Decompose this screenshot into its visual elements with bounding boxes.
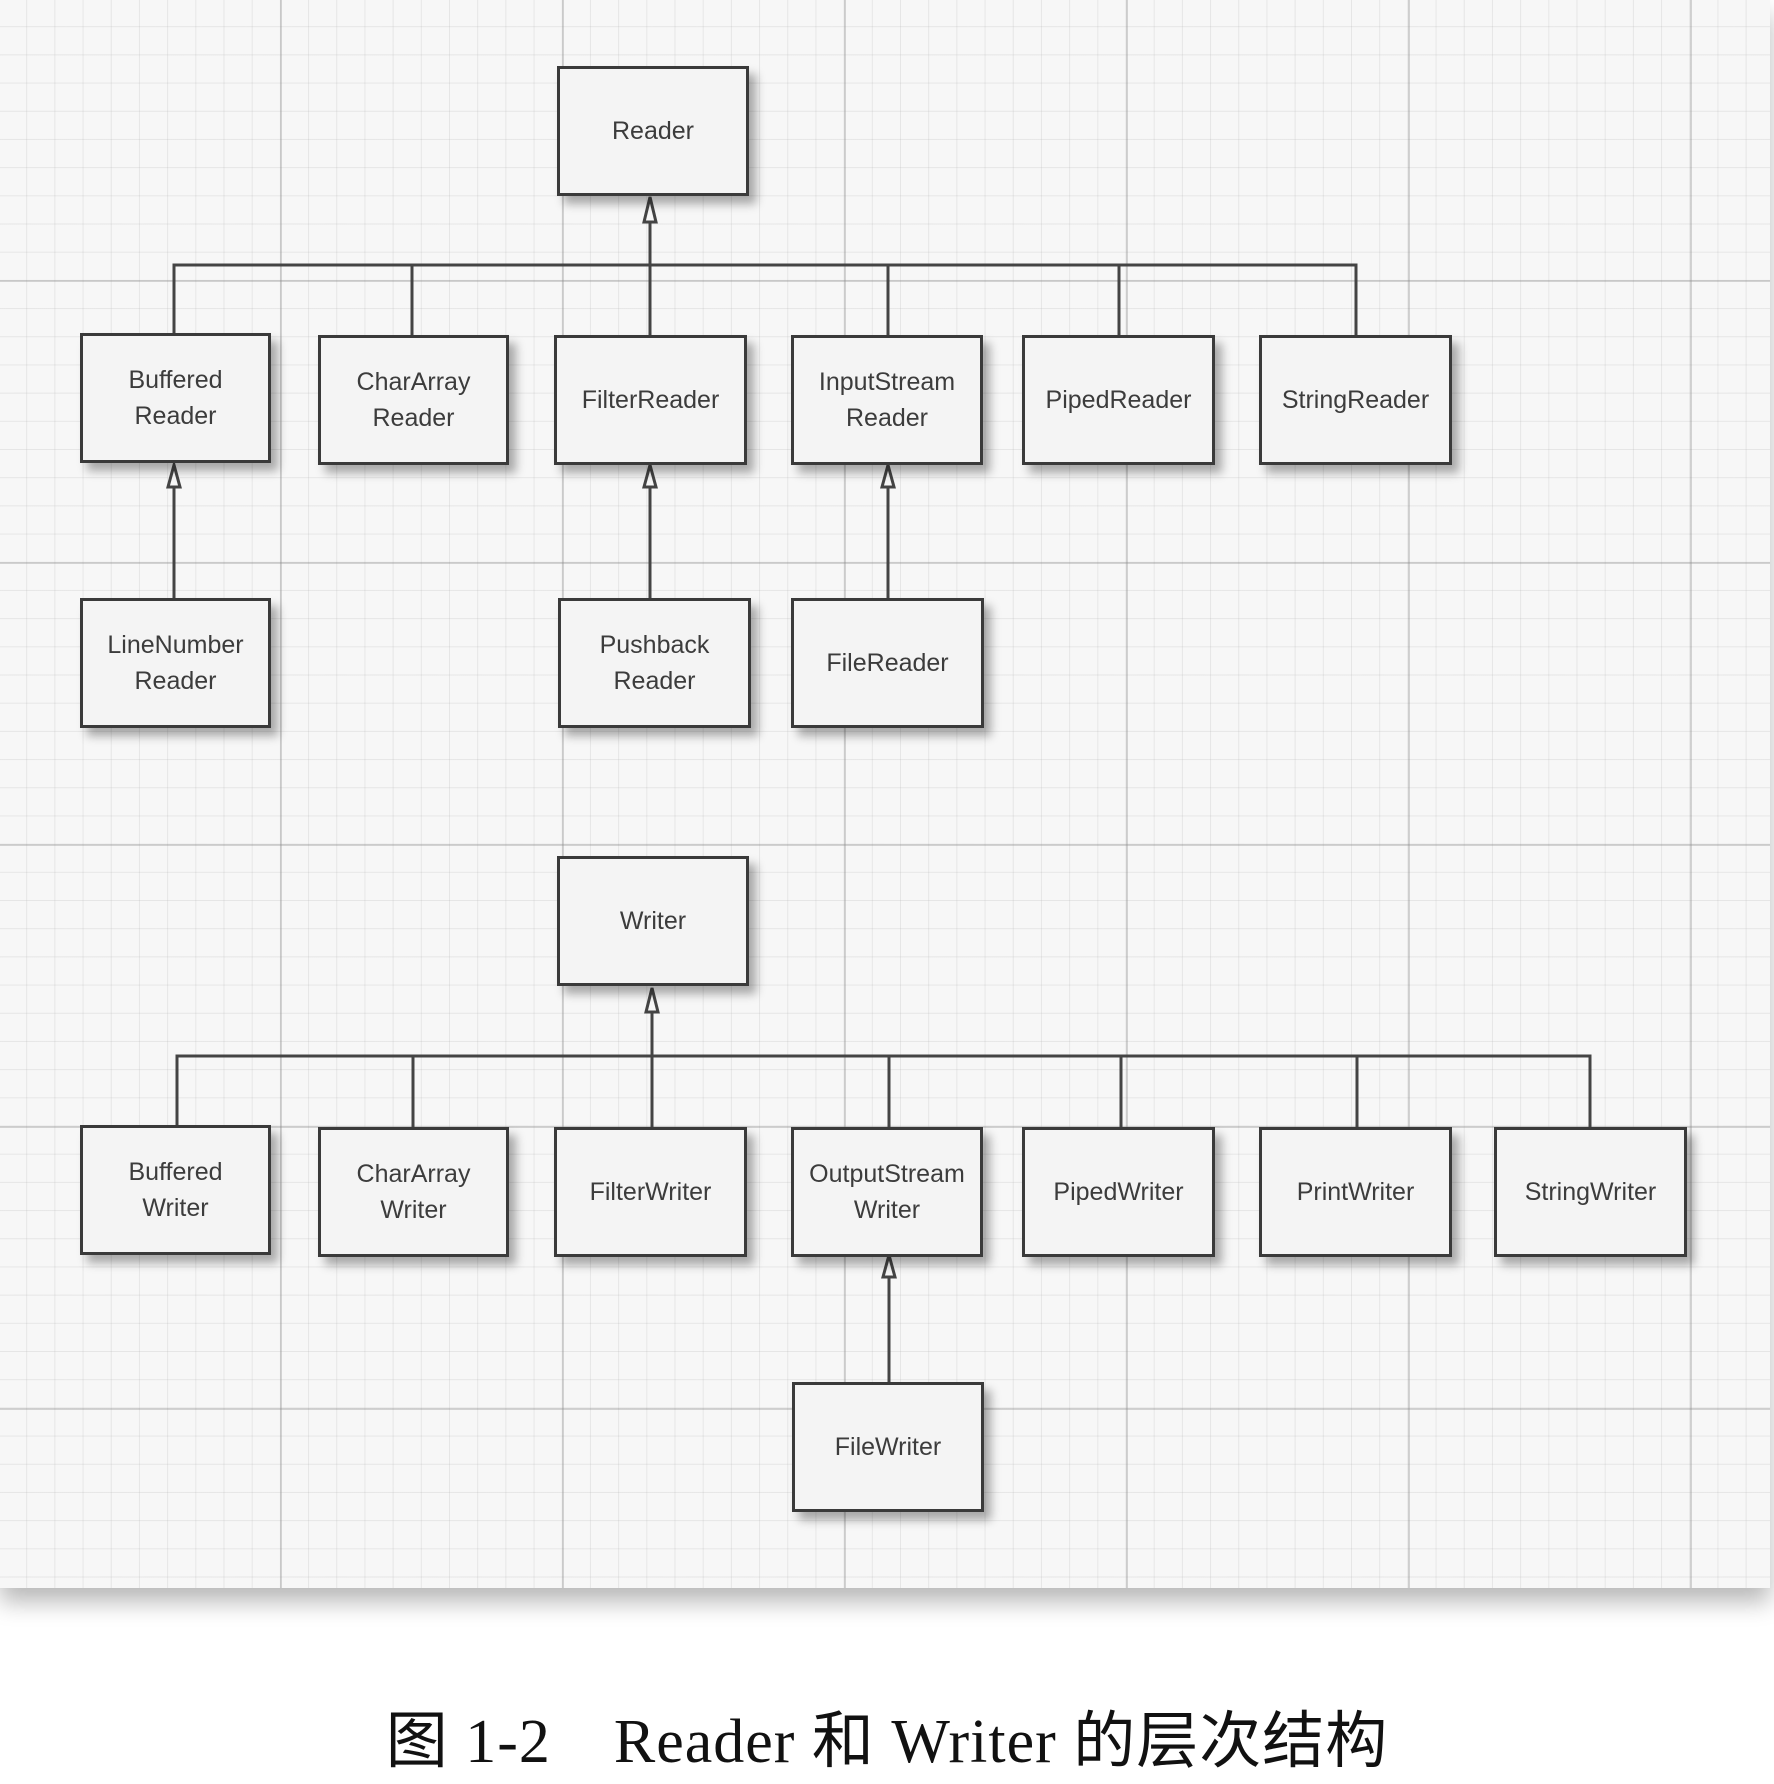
inheritance-arrowhead	[642, 196, 658, 224]
node-label: FilterReader	[581, 386, 720, 414]
node-label: Reader	[612, 117, 694, 145]
inheritance-arrowhead	[644, 987, 660, 1014]
node-filter-reader: FilterReader	[554, 335, 747, 465]
node-writer: Writer	[557, 856, 749, 986]
node-label: StringReader	[1281, 386, 1430, 414]
inheritance-arrowhead	[880, 459, 896, 489]
node-file-writer: FileWriter	[792, 1382, 984, 1512]
edge-reader-bus	[172, 263, 1358, 335]
node-outputstream-writer: OutputStream Writer	[791, 1127, 983, 1257]
node-chararray-writer: CharArray Writer	[318, 1127, 509, 1257]
edge-writer-bus	[175, 1054, 1592, 1127]
node-label: CharArray Reader	[356, 368, 471, 432]
node-label: OutputStream Writer	[809, 1160, 965, 1224]
node-buffered-reader: Buffered Reader	[80, 333, 271, 463]
figure-caption: 图 1-2 Reader 和 Writer 的层次结构	[385, 1708, 1389, 1776]
node-label: FileWriter	[834, 1433, 942, 1461]
node-string-writer: StringWriter	[1494, 1127, 1687, 1257]
node-file-reader: FileReader	[791, 598, 984, 728]
node-buffered-writer: Buffered Writer	[80, 1125, 271, 1255]
node-label: CharArray Writer	[356, 1160, 471, 1224]
node-inputstream-reader: InputStream Reader	[791, 335, 983, 465]
inheritance-arrowhead	[166, 459, 182, 489]
node-chararray-reader: CharArray Reader	[318, 335, 509, 465]
node-label: PipedWriter	[1053, 1178, 1184, 1206]
node-label: Writer	[619, 907, 687, 935]
node-label: InputStream Reader	[818, 368, 956, 432]
node-print-writer: PrintWriter	[1259, 1127, 1452, 1257]
node-label: Pushback Reader	[599, 631, 710, 695]
node-label: StringWriter	[1524, 1178, 1657, 1206]
node-label: LineNumber Reader	[107, 631, 244, 695]
node-label: PrintWriter	[1296, 1178, 1415, 1206]
node-linenumber-reader: LineNumber Reader	[80, 598, 271, 728]
node-label: FilterWriter	[589, 1178, 712, 1206]
node-reader: Reader	[557, 66, 749, 196]
node-piped-reader: PipedReader	[1022, 335, 1215, 465]
node-pushback-reader: Pushback Reader	[558, 598, 751, 728]
inheritance-arrowhead	[642, 459, 658, 489]
node-piped-writer: PipedWriter	[1022, 1127, 1215, 1257]
node-label: FileReader	[826, 649, 949, 677]
inheritance-arrowhead	[881, 1249, 897, 1279]
node-filter-writer: FilterWriter	[554, 1127, 747, 1257]
node-label: PipedReader	[1045, 386, 1192, 414]
node-label: Buffered Writer	[128, 1158, 223, 1222]
node-string-reader: StringReader	[1259, 335, 1452, 465]
node-label: Buffered Reader	[128, 366, 223, 430]
